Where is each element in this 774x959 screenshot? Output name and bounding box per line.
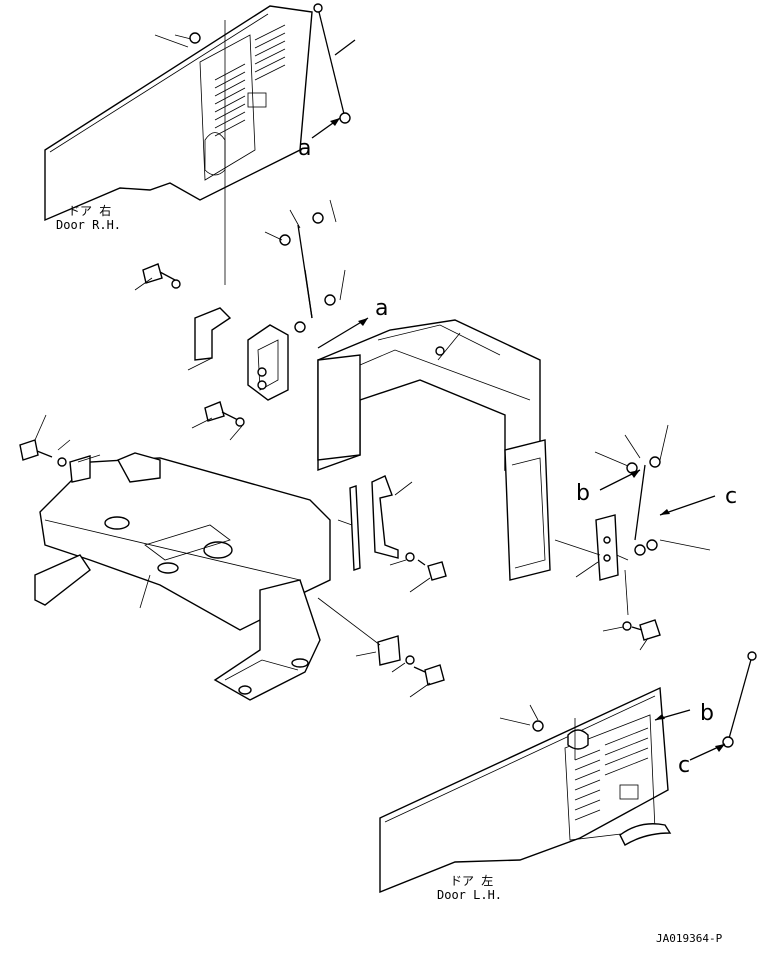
hinge-bolt-lower [204,401,245,427]
door-stay-rod-lh [722,651,757,748]
ref-label-a-top: a [298,136,311,161]
ref-label-c-right: c [725,484,737,509]
door-lh-label-en: Door L.H. [437,888,502,902]
door-hinge-right [595,514,619,581]
ref-label-c-bottom: c [678,753,690,778]
hinge-bolt-right [622,619,661,641]
side-bracket [371,475,399,559]
floor-frame [34,452,331,701]
door-rh-panel [44,5,313,222]
door-rh-label-jp: ドア 右 [68,203,111,218]
door-lh-panel [379,686,672,894]
figure-code: JA019364-P [656,932,723,945]
ref-label-b-bottom: b [700,701,714,726]
door-hinge-assembly [194,307,289,401]
door-frame [317,319,551,581]
floor-bolt-lower [413,664,445,686]
floor-bolt-left [19,439,67,467]
gas-spring-right [626,456,661,556]
gas-spring-upper [279,212,336,333]
door-stay-rod-rh [313,3,356,124]
floor-bracket-lower [377,635,401,666]
hinge-bolt-upper [142,263,181,289]
door-lh-label-jp: ドア 左 [450,873,493,888]
floor-bracket-left [69,455,91,483]
side-bracket-bolt [417,559,447,581]
door-rh-label-en: Door R.H. [56,218,121,232]
seal-strip [349,485,361,571]
ref-label-b-right: b [576,481,590,506]
ref-label-a-middle: a [375,296,388,321]
